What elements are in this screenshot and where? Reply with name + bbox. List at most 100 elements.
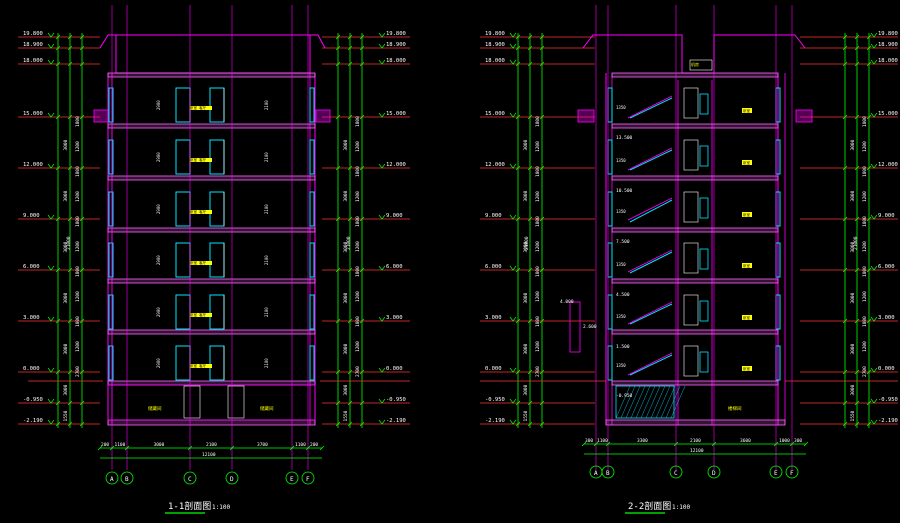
s1-right-dim-tick [335,34,341,40]
s2-right-dim-tick [842,61,848,67]
s1-left-dim-tick [67,318,73,324]
s1-door-b [209,87,225,123]
s2-left-level-label: 18.900 [485,42,505,48]
s2-core-window [699,300,709,322]
s1-right-level-mark [378,316,386,322]
s2-right-level-mark [870,59,878,65]
s1-window-left [108,87,114,123]
s1-window-left [108,294,114,330]
s1-right-height-dim: 3000 [343,292,349,303]
s1-door-dim: 2900 [156,255,161,265]
s2-left-dim-tick [515,216,521,222]
s2-right-level-label: -0.950 [878,397,898,403]
s2-left-height-dim: 3000 [523,292,529,303]
s2-stair-dim: 1350 [616,363,626,368]
s1-right-height-dim: 1550 [343,410,349,421]
s1-right-level-mark [378,419,386,425]
s2-bottom-dim: 3300 [637,438,648,444]
s1-floor-slab [107,380,316,386]
s2-left-height-dim: 3000 [523,241,529,252]
s1-door-a [175,294,191,330]
s1-right-dim-tick [359,267,365,273]
s1-left-dim-tick [67,114,73,120]
s2-total-height: 21000 [524,236,530,250]
s2-dim-tick [803,441,809,447]
s1-floor-slab [107,72,316,78]
s1-axis-label: C [188,476,192,483]
s2-left-dim-tick [515,267,521,273]
s1-left-level-label: 12.000 [23,162,43,168]
s1-left-level-label: 6.000 [23,264,40,270]
s2-axis-bubble [669,465,683,479]
s2-room-label: 卧室 [743,315,751,320]
s2-right-dim-tick [866,421,872,427]
s1-right-dim-tick [335,114,341,120]
s1-axis-bubble [225,471,239,485]
s1-right-sub-dim: 1800 [355,316,361,327]
s2-room-label-box [742,315,752,320]
s1-left-height-dim: 3000 [63,139,69,150]
s2-hatch [650,385,666,419]
s2-left-dim-tick [515,400,521,406]
s2-window-left [607,345,613,381]
drawing-geometry [18,5,898,485]
s1-floor-label: 卧室 客厅 [190,363,207,368]
drawing-labels: 19.80018.90018.00015.00012.0009.0006.000… [23,31,898,483]
s1-door-dim: 2100 [264,307,269,317]
s1-left-sub-dim: 1200 [75,141,81,152]
s1-total-width: 12100 [202,452,216,458]
s2-left-dim-tick [515,45,521,51]
s2-right-sub-dim: 1800 [862,266,868,277]
s2-stair-rail [627,249,673,273]
s2-left-dim-tick [527,318,533,324]
s2-right-dim-tick [854,267,860,273]
s1-axis-bubble [120,471,134,485]
s2-core-window [699,145,709,167]
s1-left-dim-tick [67,165,73,171]
s1-right-level-mark [378,112,386,118]
s1-left-level-mark [47,214,55,220]
s2-right-level-mark [870,419,878,425]
s2-left-sub-dim: 1200 [535,191,541,202]
s2-stair-flight [629,149,673,171]
s1-right-dim-tick [359,61,365,67]
s2-left-dim-tick [515,318,521,324]
s1-right-level-label: 3.000 [386,315,403,321]
s1-door-b [209,345,225,381]
s1-door-dim: 2100 [264,204,269,214]
s2-core-door [683,242,699,274]
s2-left-sub-dim: 1200 [535,241,541,252]
s1-left-level-mark [47,163,55,169]
s2-stair-level: -0.950 [616,393,633,399]
s2-dim-tick [711,441,717,447]
s1-right-level-label: -0.950 [386,397,406,403]
s2-axis-bubble [707,465,721,479]
s2-window-left [607,191,613,227]
s1-left-dim-tick [55,165,61,171]
s1-right-dim-tick [347,318,353,324]
s1-door-b [209,294,225,330]
s2-right-level-label: 0.000 [878,366,895,372]
s1-dim-tick [305,445,311,451]
s1-left-dim-tick [55,318,61,324]
s2-left-sub-dim: 1200 [535,291,541,302]
s2-stair-flight [629,354,673,376]
s2-right-dim-tick [842,45,848,51]
s2-bottom-dim: 2100 [690,438,701,444]
s1-left-dim-tick [55,114,61,120]
s1-floor-label: 卧室 客厅 [190,260,207,265]
s2-left-sub-dim: 1200 [535,141,541,152]
s1-door-dim: 2100 [264,255,269,265]
s1-left-dim-tick [55,34,61,40]
s2-right-dim-tick [866,114,872,120]
s2-stair-dim: 1350 [616,314,626,319]
s2-bottom-dim: 1000 [779,438,790,444]
s1-total-height-r: 21000 [346,236,352,250]
s1-left-dim-tick [55,216,61,222]
s1-floor-label-box [190,210,212,214]
s1-door-a [175,345,191,381]
s2-left-sub-dim: 1800 [535,116,541,127]
s1-left-height-dim: 3000 [63,384,69,395]
s2-right-dim-tick [866,34,872,40]
s2-right-level-mark [870,32,878,38]
